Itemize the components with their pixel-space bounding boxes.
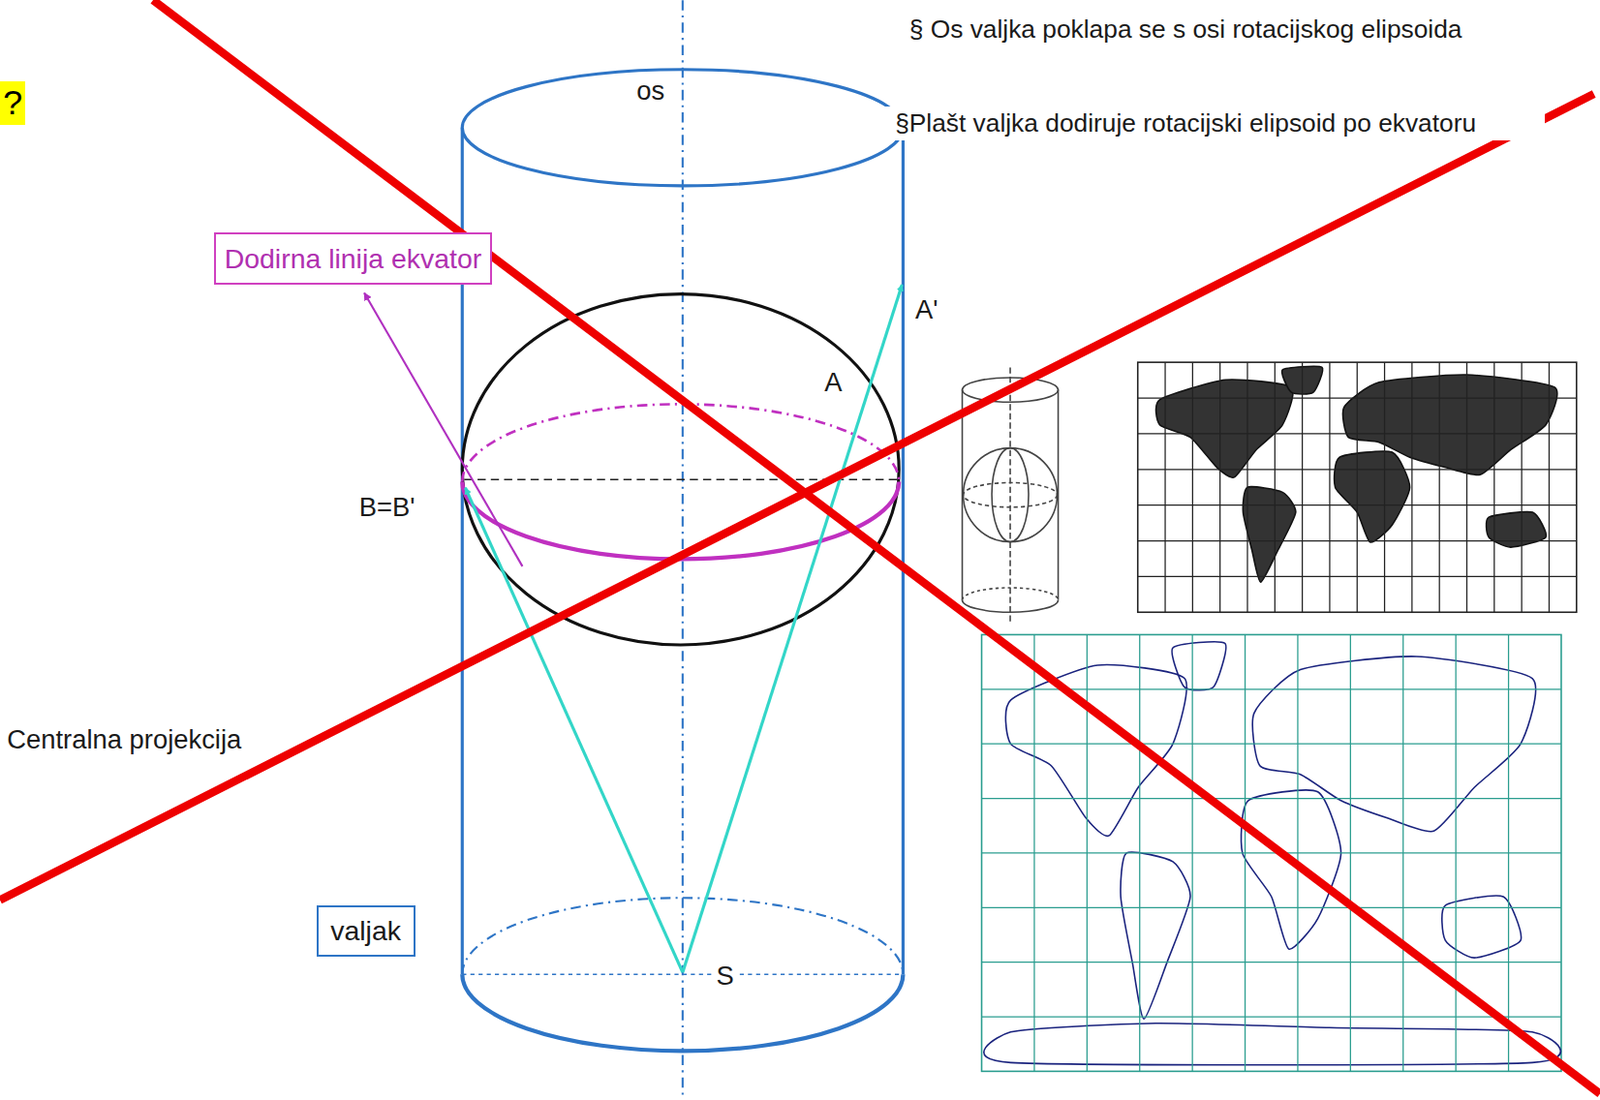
meridian-line: [1274, 362, 1276, 613]
parallel-line: [1138, 432, 1577, 434]
meridian-line: [1493, 362, 1495, 613]
equator-back: [461, 403, 899, 482]
meridian-line: [1301, 362, 1303, 613]
axis-label: os: [634, 73, 667, 110]
meridian-line: [1192, 362, 1194, 613]
meridian-line: [1219, 362, 1221, 613]
note-text: § Os valjka poklapa se s osi rotacijskog…: [826, 12, 1545, 48]
world-map-dotted: [1138, 362, 1577, 613]
parallel-line: [1138, 468, 1577, 470]
continent-shape: [1442, 895, 1522, 958]
base-diameter: [461, 973, 903, 976]
projection-ray: [464, 488, 682, 973]
parallel-line: [982, 1015, 1562, 1017]
continent-shape: [1005, 665, 1187, 837]
parallel-line: [1138, 540, 1577, 542]
continent-shape: [984, 1023, 1562, 1066]
continent-shape: [1486, 512, 1547, 549]
meridian-line: [1164, 362, 1166, 613]
parallel-line: [982, 961, 1562, 963]
cylinder-base-front: [461, 974, 903, 1051]
caption-text: Centralna projekcija: [4, 722, 244, 759]
continent-shape: [1171, 642, 1227, 691]
parallel-line: [982, 743, 1562, 745]
continent-shape: [1120, 852, 1191, 1019]
question-box: ?: [0, 81, 26, 125]
meridian-line: [1439, 362, 1441, 613]
equator-front: [461, 481, 899, 559]
parallel-line: [982, 852, 1562, 854]
point-label: A: [822, 365, 844, 401]
continent-shape: [1242, 487, 1295, 584]
cylinder-base-back: [461, 897, 903, 975]
point-label: A': [913, 292, 941, 329]
meridian-line: [1384, 362, 1385, 613]
meridian-line: [1466, 362, 1468, 613]
parallel-line: [982, 798, 1562, 800]
box-label: Dodirna linija ekvator: [224, 243, 483, 276]
box-label: valjak: [330, 915, 401, 948]
point-label: S: [714, 958, 737, 995]
meridian-line: [1328, 362, 1330, 613]
note-text: §Plašt valjka dodiruje rotacijski elipso…: [826, 106, 1545, 142]
parallel-line: [1138, 504, 1577, 506]
parallel-line: [1138, 397, 1577, 399]
continent-shape: [1241, 790, 1342, 950]
parallel-line: [982, 907, 1562, 909]
box-label: ?: [2, 83, 23, 124]
meridian-line: [1246, 362, 1248, 613]
meridian-line: [1521, 362, 1523, 613]
callout-box: valjak: [316, 905, 416, 958]
callout-box: Dodirna linija ekvator: [214, 232, 492, 285]
cross-out-line: [153, 0, 1600, 1094]
meridian-line: [1548, 362, 1550, 613]
ellipsoid: [461, 294, 899, 646]
cylinder-side: [901, 127, 905, 975]
point-label: B=B': [357, 490, 418, 526]
parallel-line: [1138, 576, 1577, 578]
continent-shape: [1156, 379, 1293, 478]
meridian-line: [1356, 362, 1358, 613]
cross-out-line: [0, 93, 1595, 900]
meridian-line: [1411, 362, 1413, 613]
projection-ray: [682, 284, 903, 973]
continent-shape: [1334, 451, 1411, 543]
world-map-mercator: [982, 634, 1562, 1072]
